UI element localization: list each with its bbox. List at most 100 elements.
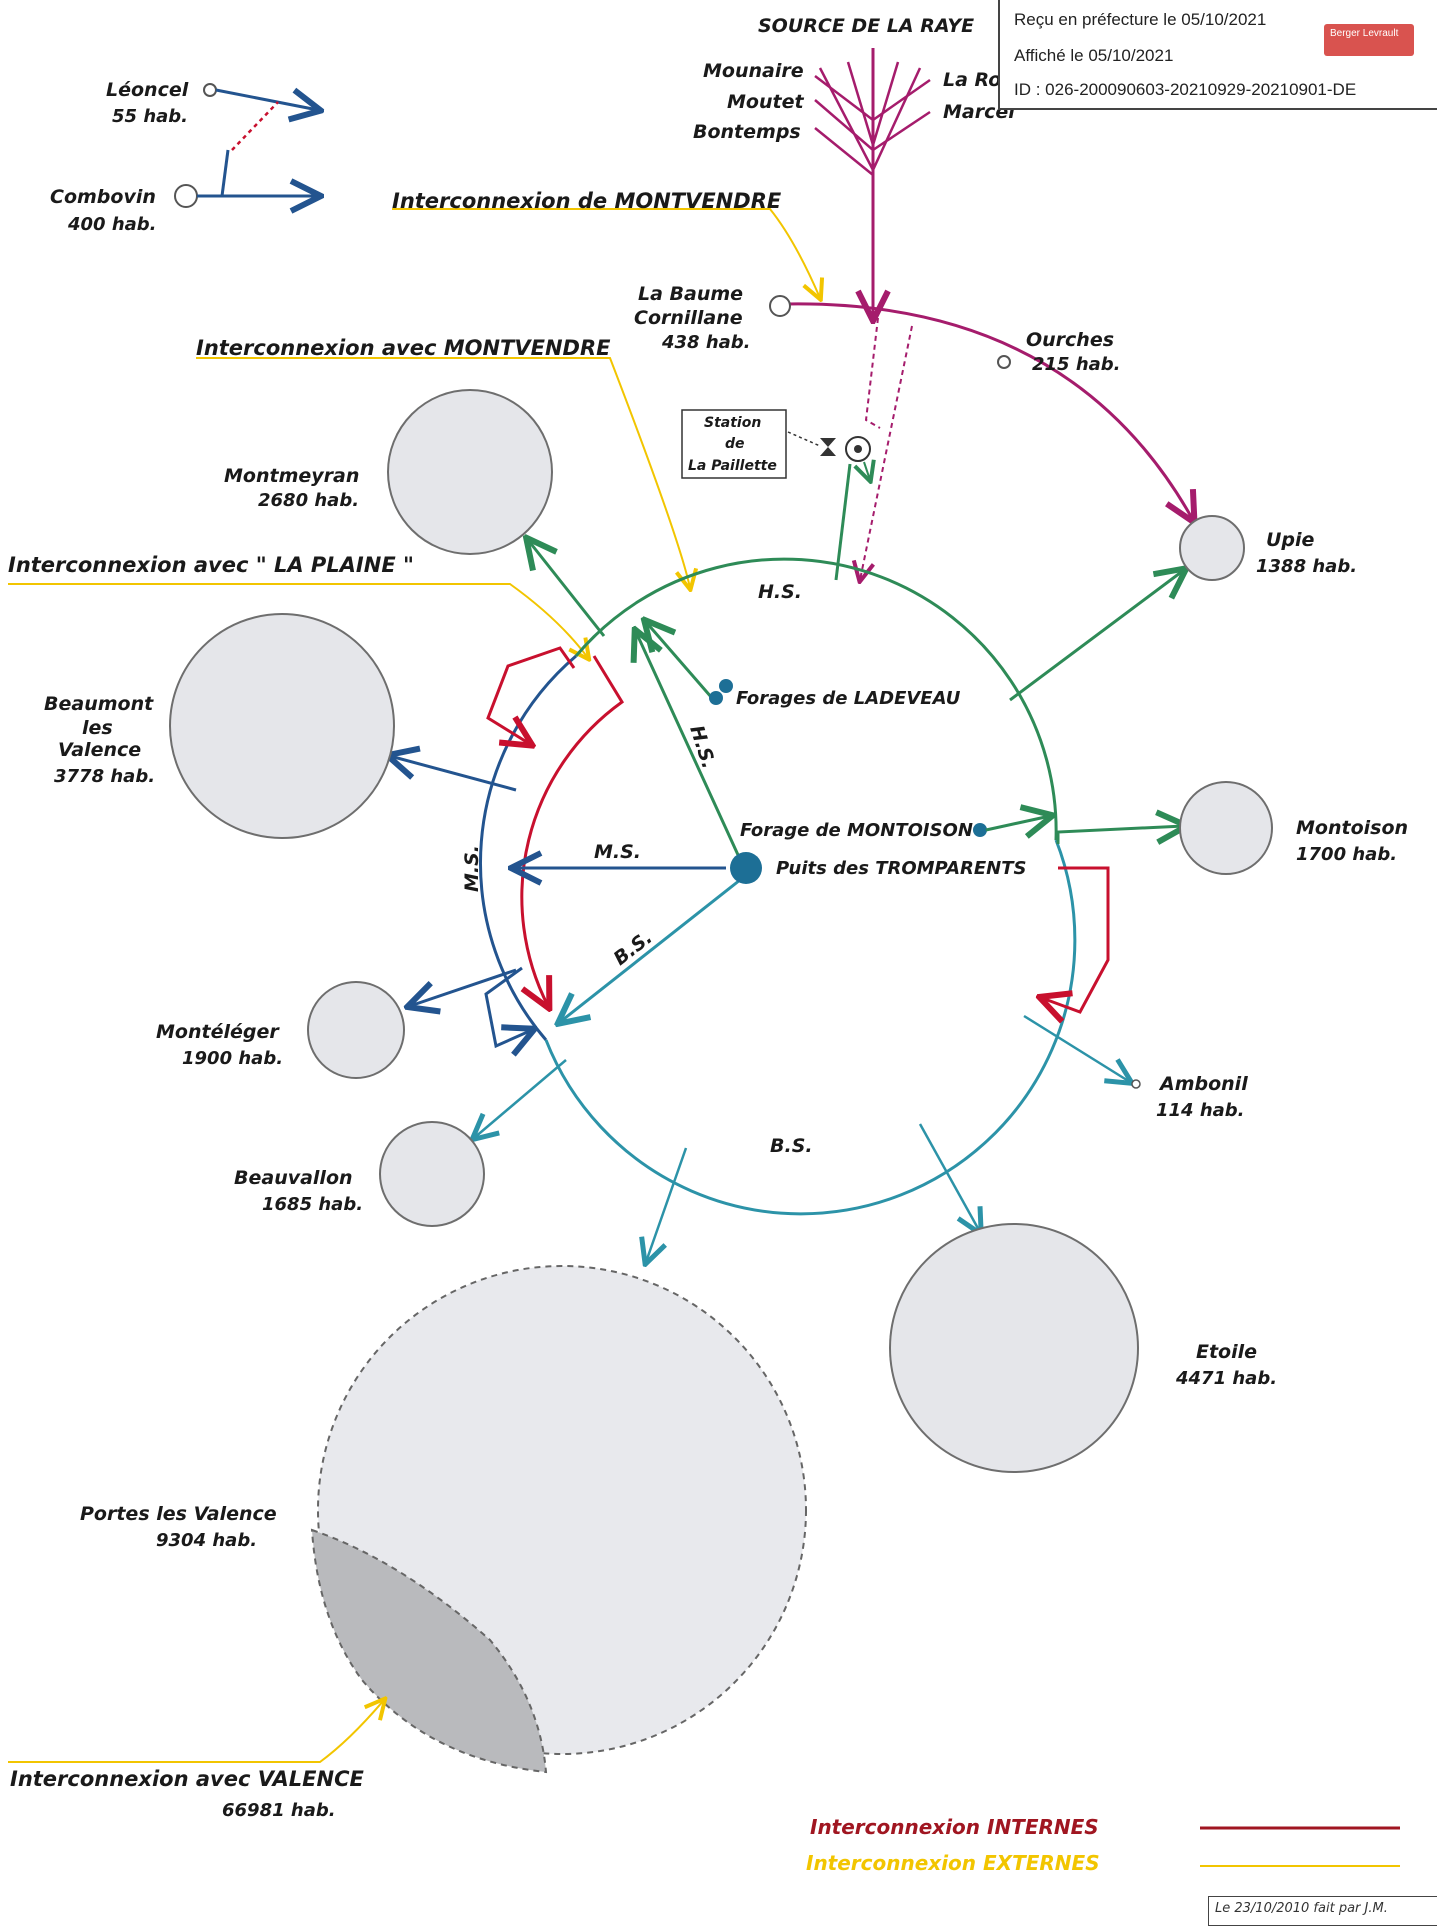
la-baume-name-2: Cornillane	[634, 307, 743, 329]
station-box	[681, 409, 787, 479]
station-line1: Station	[704, 415, 761, 431]
beaumont-name-2: les	[82, 717, 113, 739]
beauvallon-name: Beauvallon	[234, 1167, 353, 1189]
combovin-name: Combovin	[50, 186, 156, 208]
interco-valence: Interconnexion avec VALENCE 66981 hab.	[8, 1700, 384, 1821]
leoncel-pipe	[215, 90, 318, 110]
bs-internal-pipe	[560, 878, 741, 1022]
forage-montoison-label: Forage de MONTOISON	[740, 820, 973, 841]
beaumont-circle	[169, 613, 395, 839]
forages-ladeveau-label: Forages de LADEVEAU	[736, 688, 961, 709]
ambonil-pop: 114 hab.	[1156, 1100, 1245, 1121]
main-ring: H.S. M.S. B.S.	[461, 557, 1110, 1216]
hs-ring-arc	[574, 557, 1058, 841]
beauvallon-circle	[379, 1121, 485, 1227]
purple-dashed-1	[864, 317, 881, 429]
la-baume-name-1: La Baume	[638, 283, 743, 305]
legend: Interconnexion INTERNES Interconnexion E…	[806, 1815, 1400, 1875]
berger-levrault-logo: Berger Levrault	[1324, 24, 1414, 56]
beaumont-name-3: Valence	[58, 739, 141, 761]
ourches-name: Ourches	[1026, 329, 1114, 351]
yellow-pipe-montvendre-1	[392, 208, 820, 298]
yellow-pipe-valence	[8, 1700, 384, 1763]
forage-ladeveau-node-1	[709, 691, 723, 705]
ambonil-name: Ambonil	[1158, 1073, 1248, 1095]
etoile-pop: 4471 hab.	[1175, 1368, 1277, 1389]
town-beaumont: Beaumont les Valence 3778 hab.	[44, 613, 395, 839]
spring-moutet: Moutet	[727, 91, 804, 113]
leoncel-name: Léoncel	[106, 79, 189, 101]
legend-externes-label: Interconnexion EXTERNES	[806, 1851, 1100, 1875]
red-interco-hs-bs	[1042, 866, 1110, 1012]
combovin-node	[174, 184, 198, 208]
montmeyran-name: Montmeyran	[224, 465, 359, 487]
hs-top-label: H.S.	[758, 581, 802, 603]
ms-left-label: M.S.	[461, 845, 483, 892]
station-line3: La Paillette	[688, 458, 777, 474]
combovin-pop: 400 hab.	[67, 214, 157, 235]
stamp-posted: Affiché le 05/10/2021	[1014, 46, 1174, 65]
monteleger-name: Montéléger	[156, 1021, 280, 1043]
monteleger-circle	[307, 981, 405, 1079]
source-title: SOURCE DE LA RAYE	[758, 15, 974, 37]
monteleger-pop: 1900 hab.	[182, 1048, 283, 1069]
station-feed-pipe	[834, 463, 852, 581]
ms-pipe-monteleger	[410, 968, 517, 1006]
interco-la-plaine: Interconnexion avec " LA PLAINE "	[8, 553, 588, 658]
legend-internes-label: Interconnexion INTERNES	[810, 1815, 1099, 1839]
town-ambonil: Ambonil 114 hab.	[1131, 1073, 1248, 1121]
hs-pipe-upie	[1009, 570, 1184, 702]
footer-note: Le 23/10/2010 fait par J.M.	[1208, 1896, 1437, 1926]
town-monteleger: Montéléger 1900 hab.	[156, 981, 405, 1079]
valence-overlap-area	[310, 1528, 548, 1774]
hs-internal-pipe	[636, 632, 746, 869]
central-sources: H.S. M.S. B.S. Puits des TROMPARENTS For…	[514, 462, 1050, 1022]
interco-valence-label: Interconnexion avec VALENCE	[10, 1767, 365, 1791]
montoison-pop: 1700 hab.	[1296, 844, 1397, 865]
ladeveau-pipe	[646, 622, 714, 699]
valence-pop: 66981 hab.	[222, 1800, 336, 1821]
interco-montvendre-2-label: Interconnexion avec MONTVENDRE	[196, 336, 611, 360]
forage-ladeveau-node-2	[719, 679, 733, 693]
ms-internal-label: M.S.	[594, 841, 641, 863]
leoncel-combovin-group: Léoncel 55 hab. Combovin 400 hab.	[50, 79, 318, 235]
station-link	[787, 431, 821, 447]
ourches-pop: 215 hab.	[1032, 354, 1121, 375]
station-line2: de	[725, 436, 745, 452]
spring-bontemps: Bontemps	[693, 121, 801, 143]
montoison-circle	[1179, 781, 1273, 875]
portes-pop: 9304 hab.	[156, 1530, 257, 1551]
valve-icon	[820, 438, 836, 456]
bs-bottom-label: B.S.	[770, 1135, 813, 1157]
purple-arc-upie	[787, 302, 1193, 520]
hs-internal-label: H.S.	[685, 723, 720, 772]
interco-montvendre-2: Interconnexion avec MONTVENDRE	[196, 336, 690, 588]
combovin-branch	[220, 149, 230, 197]
ms-ring-arc	[479, 654, 577, 1041]
town-beauvallon: Beauvallon 1685 hab.	[234, 1121, 485, 1227]
purple-dashed-2	[860, 325, 913, 580]
interco-montvendre-1-label: Interconnexion de MONTVENDRE	[392, 189, 782, 213]
leoncel-combovin-interco	[231, 101, 279, 151]
montmeyran-circle	[387, 389, 553, 555]
puits-tromparents-node	[730, 852, 762, 884]
spring-mounaire: Mounaire	[703, 60, 804, 82]
beaumont-pop: 3778 hab.	[54, 766, 155, 787]
upie-circle	[1179, 515, 1245, 581]
town-etoile: Etoile 4471 hab.	[889, 1223, 1277, 1473]
beaumont-name-1: Beaumont	[44, 693, 154, 715]
upie-name: Upie	[1266, 529, 1315, 551]
source-branches	[814, 61, 931, 176]
bs-pipe-portes	[646, 1147, 688, 1262]
forage-montoison-node	[973, 823, 987, 837]
pump-icon-center	[854, 445, 862, 453]
beauvallon-pop: 1685 hab.	[262, 1194, 363, 1215]
red-interco-ms-bs	[520, 655, 625, 1006]
interco-montvendre-1: Interconnexion de MONTVENDRE	[392, 189, 820, 298]
forage-montoison-pipe	[985, 816, 1050, 830]
spring-marcel: Marcel	[943, 101, 1015, 123]
stamp-received: Reçu en préfecture le 05/10/2021	[1014, 10, 1267, 29]
interco-plaine-label: Interconnexion avec " LA PLAINE "	[8, 553, 414, 577]
town-montmeyran: Montmeyran 2680 hab.	[224, 389, 553, 555]
ambonil-node	[1131, 1079, 1141, 1089]
